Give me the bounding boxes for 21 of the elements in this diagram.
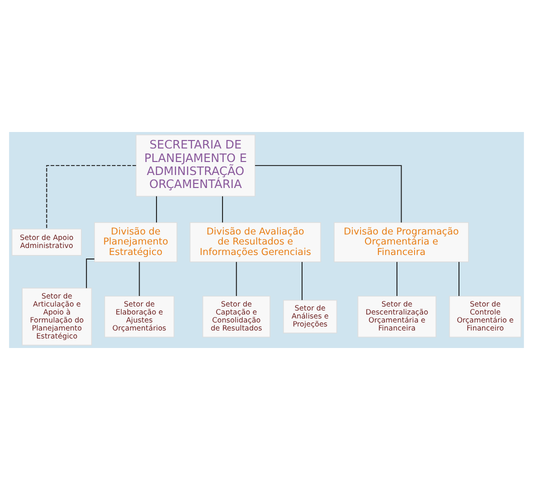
- connector: [458, 260, 460, 296]
- connector: [46, 164, 137, 229]
- connector: [302, 260, 303, 300]
- connector: [222, 195, 223, 222]
- node-box: Setor de Descentralização Orçamentária e Financeira: [358, 295, 436, 337]
- node-box: Setor de Análises e Projeções: [283, 299, 338, 333]
- node-box: Divisão de Programação Orçamentária e Financeira: [334, 222, 469, 262]
- connector: [156, 195, 157, 222]
- node-box: SECRETARIA DE PLANEJAMENTO E ADMINISTRAÇÃO ORÇAMENTÁRIA: [136, 134, 256, 196]
- connector: [236, 260, 237, 296]
- node-box: Divisão de Avaliação de Resultados e Informações Gerenciais: [190, 222, 322, 262]
- node-box: Setor de Captação e Consolidação de Resultados: [202, 295, 270, 337]
- node-box: Setor de Apoio Administrativo: [12, 228, 82, 256]
- node-box: Setor de Controle Orçamentário e Financeiro: [449, 295, 522, 337]
- node-box: Divisão de Planejamento Estratégico: [94, 222, 178, 262]
- connector: [138, 260, 140, 296]
- connector: [254, 164, 402, 222]
- connector: [86, 258, 95, 288]
- node-box: Setor de Elaboração e Ajustes Orçamentários: [104, 295, 174, 337]
- node-box: Setor de Articulação e Apoio à Formulação do Planejamento Estratégico: [22, 287, 92, 345]
- connector: [396, 260, 398, 296]
